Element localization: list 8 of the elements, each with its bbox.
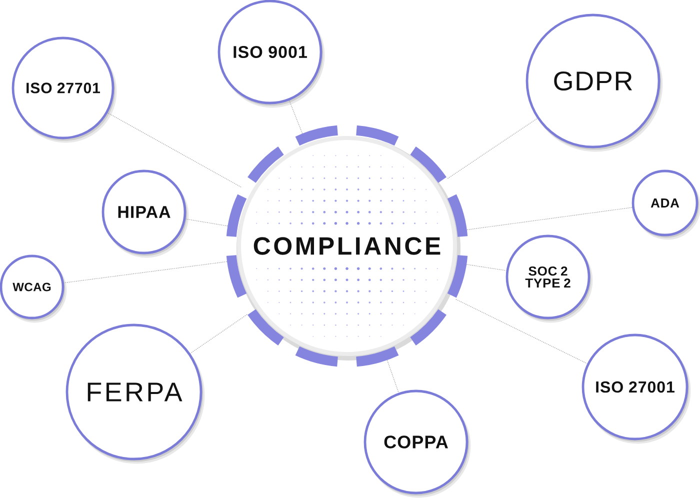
connector-line [64,261,228,284]
connector-line [447,118,538,179]
connector-line [288,100,303,134]
connector-line [456,299,588,364]
connector-line [185,218,228,226]
connector-line [386,360,399,394]
connector-line [107,112,242,188]
connector-line [466,264,507,271]
